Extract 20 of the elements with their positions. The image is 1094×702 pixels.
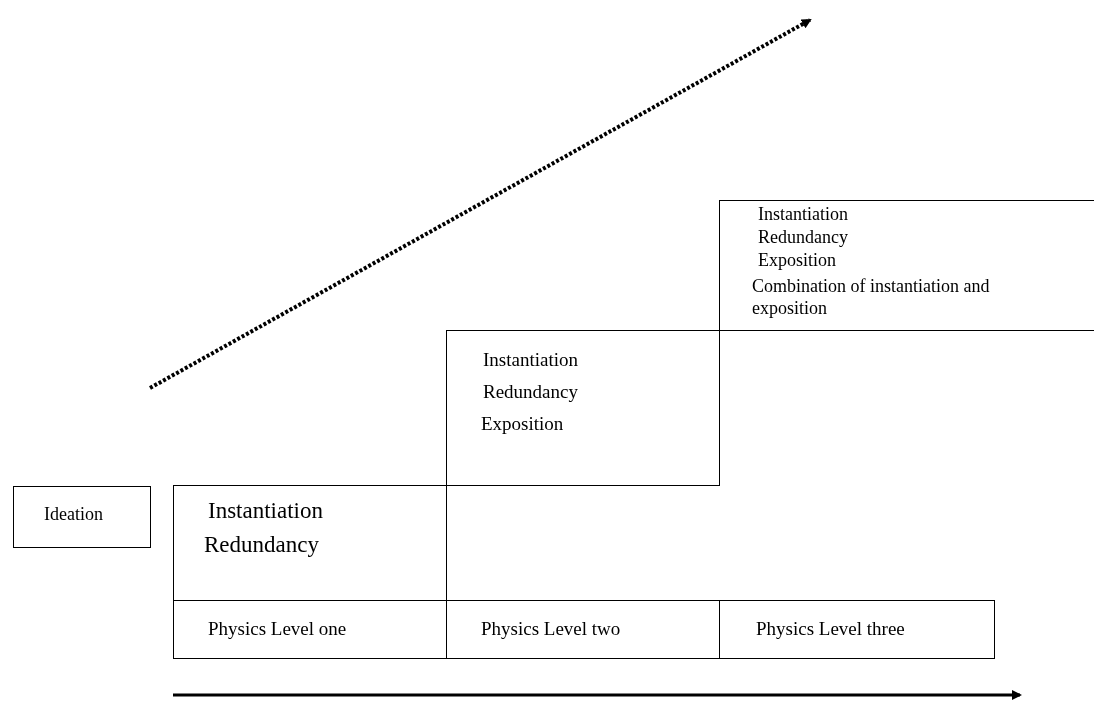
- item-text: Instantiation: [208, 498, 323, 524]
- item-text: Redundancy: [758, 227, 848, 248]
- level-cell: [719, 600, 995, 659]
- item-text: Combination of instantiation and exposition: [752, 275, 991, 319]
- level-cell: [173, 600, 447, 659]
- item-text: Instantiation: [483, 349, 578, 371]
- item-text: Redundancy: [483, 381, 578, 403]
- item-text: Exposition: [481, 413, 564, 435]
- step-box: [719, 200, 1094, 331]
- item-text: Ideation: [44, 504, 103, 525]
- item-text: Exposition: [758, 250, 836, 271]
- step-box: [173, 485, 447, 601]
- item-text: Redundancy: [204, 532, 319, 558]
- item-text: Physics Level one: [208, 618, 347, 640]
- item-text: Physics Level two: [481, 618, 621, 640]
- label-box: [13, 486, 151, 548]
- item-text: Physics Level three: [756, 618, 905, 640]
- level-cell: [446, 600, 720, 659]
- step-box: [446, 330, 720, 486]
- item-text: Instantiation: [758, 204, 848, 225]
